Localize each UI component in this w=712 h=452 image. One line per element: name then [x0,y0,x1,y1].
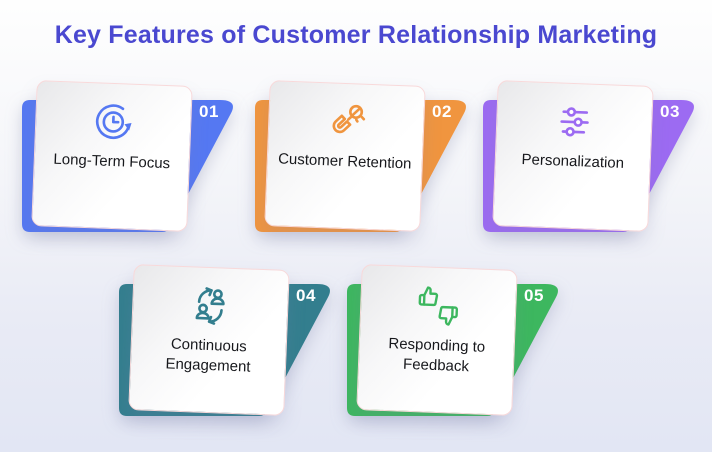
page-title: Key Features of Customer Relationship Ma… [54,21,658,49]
thumbs-feedback-icon [414,283,462,329]
feature-card: Continuous Engagement [128,264,290,416]
feature-item-responding-to-feedback: 05 Responding to Feedback [345,262,569,426]
feature-card: Responding to Feedback [356,264,518,416]
people-sync-icon [186,283,234,329]
feature-item-continuous-engagement: 04 Continuous Engagement [117,262,341,426]
number-badge: 03 [660,102,680,121]
number-badge: 01 [199,102,219,121]
feature-card: Personalization [492,80,654,232]
number-badge: 02 [432,102,452,121]
magnet-icon [322,99,370,145]
feature-label: Long-Term Focus [53,150,171,173]
feature-item-personalization: 03 Personalization [481,78,705,242]
feature-card: Customer Retention [264,80,426,232]
sliders-icon [550,99,598,145]
clock-history-icon [89,99,137,145]
feature-card: Long-Term Focus [31,80,193,232]
feature-label: Customer Retention [277,150,412,173]
feature-label: Responding to Feedback [388,335,486,376]
feature-item-long-term-focus: 01 Long-Term Focus [20,78,244,242]
feature-label: Personalization [521,151,625,172]
number-badge: 05 [524,286,544,305]
feature-label: Continuous Engagement [165,335,251,376]
feature-item-customer-retention: 02 Customer Retention [253,78,477,242]
number-badge: 04 [296,286,316,305]
